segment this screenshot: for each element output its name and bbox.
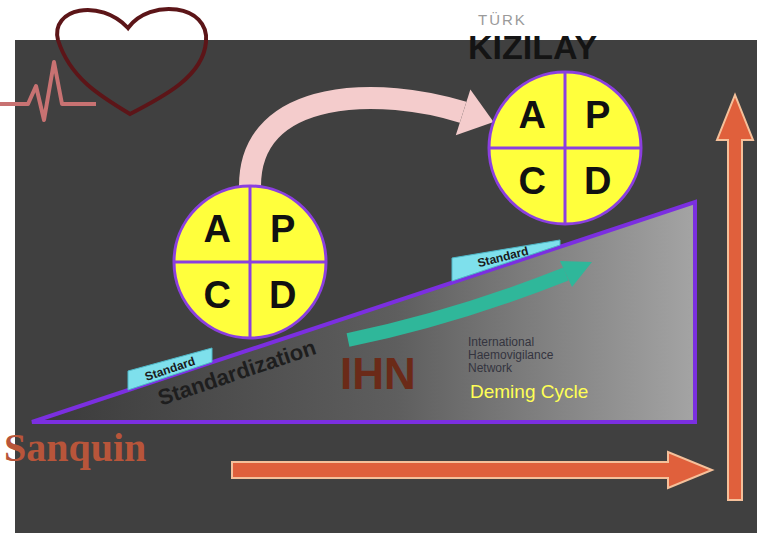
watermark-logo: Sanquin <box>4 428 146 468</box>
watermark-logo: IHN <box>340 352 416 396</box>
watermark-text: TÜRK <box>478 12 527 27</box>
arrow-shaft <box>250 98 463 186</box>
circle-shape <box>487 70 643 226</box>
quadrant-letter: C <box>519 162 546 200</box>
improvement-arrow <box>348 274 566 340</box>
wedge-outline <box>128 348 212 390</box>
circle-outline <box>174 186 326 338</box>
slope-triangle <box>32 202 695 422</box>
cycle-label: Deming Cycle <box>470 382 588 401</box>
quadrant-letter: A <box>519 96 546 134</box>
quadrant-letter: P <box>270 210 295 248</box>
quadrant-letter: D <box>584 162 611 200</box>
quadrant-letter: P <box>585 96 610 134</box>
wedge-outline <box>452 240 560 281</box>
pulse-line <box>0 62 96 120</box>
quadrant-letter: C <box>204 276 231 314</box>
up-arrow <box>717 95 753 500</box>
standard-wedge: Standard <box>124 340 216 394</box>
quadrant-line <box>489 147 641 150</box>
quadrant-line <box>174 261 326 264</box>
improvement-arrow-head <box>560 261 592 287</box>
watermark-text: International Haemovigilance Network <box>468 336 583 375</box>
circle-outline <box>489 72 641 224</box>
standard-wedge: Standard <box>446 234 564 284</box>
right-arrow <box>232 452 712 488</box>
watermark-logo: KIZILAY <box>468 30 597 64</box>
quadrant-letter: D <box>269 276 296 314</box>
circle-shape <box>172 184 328 340</box>
standard-label: Standard <box>476 245 529 269</box>
pdca-circle: A P CD <box>172 184 328 340</box>
pdca-circle: A P CD <box>487 70 643 226</box>
quadrant-letter: A <box>204 210 231 248</box>
cycle-transfer-arrow <box>250 89 494 186</box>
heart-logo <box>57 9 206 114</box>
